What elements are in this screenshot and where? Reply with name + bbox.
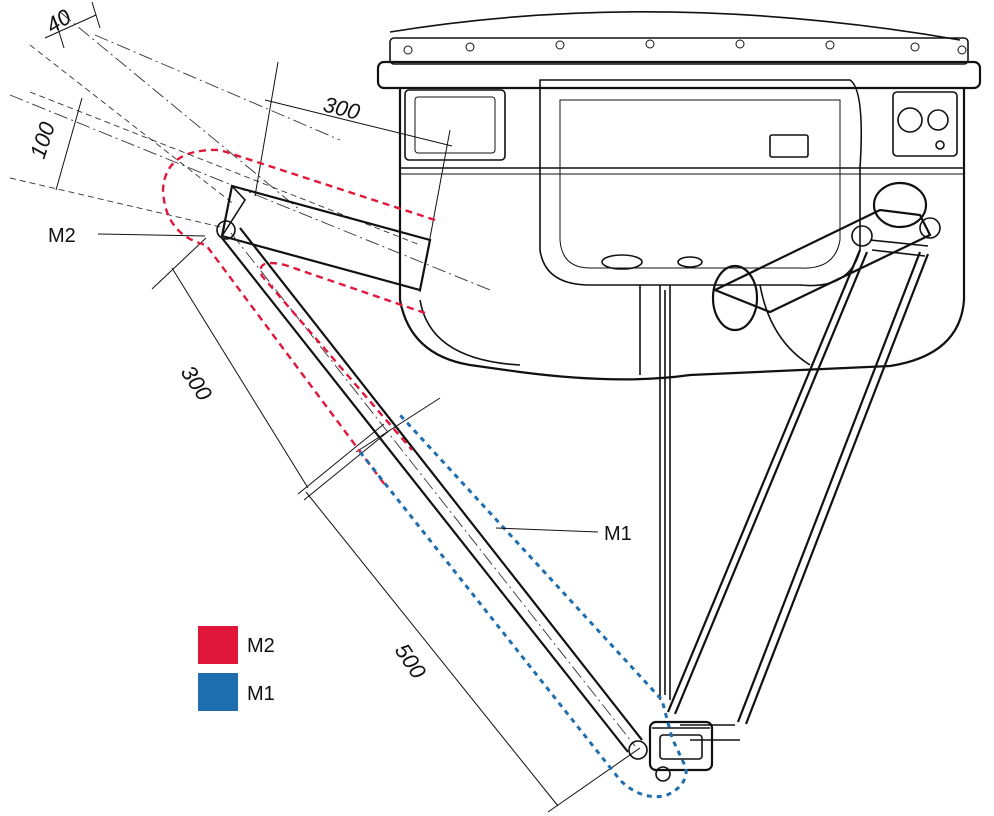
callout-m1: M1 (495, 523, 632, 545)
center-shaft (659, 285, 671, 700)
dimension-300-side: 300 (151, 237, 391, 501)
legend-item-m1: M1 (198, 673, 275, 711)
right-forearms (666, 249, 930, 725)
legend: M2 M1 (198, 626, 275, 711)
callout-m1-label: M1 (604, 523, 632, 545)
right-upper-arm (711, 181, 941, 332)
dimension-500: 500 (305, 397, 641, 813)
dimension-40-label: 40 (41, 4, 76, 39)
legend-item-m2: M2 (198, 626, 275, 664)
left-forearm (221, 227, 648, 760)
legend-label-m2: M2 (247, 635, 275, 657)
construction-lines (9, 11, 491, 291)
dimension-300-top-label: 300 (321, 92, 363, 125)
callout-m2: M2 (48, 225, 206, 247)
m1-envelope (358, 413, 688, 799)
robot-base-housing (376, 11, 982, 381)
dimension-300-side-label: 300 (176, 361, 218, 406)
m2-envelope (161, 148, 436, 486)
left-upper-arm (216, 184, 432, 292)
legend-label-m1: M1 (247, 683, 275, 705)
legend-swatch-m2 (198, 626, 238, 664)
dimension-500-label: 500 (390, 639, 432, 684)
end-effector (648, 720, 740, 782)
dimension-100-label: 100 (25, 118, 60, 161)
dimension-40: 40 (41, 1, 101, 49)
legend-swatch-m1 (198, 673, 238, 711)
dimension-100: 100 (25, 97, 83, 191)
callout-m2-label: M2 (48, 225, 76, 247)
